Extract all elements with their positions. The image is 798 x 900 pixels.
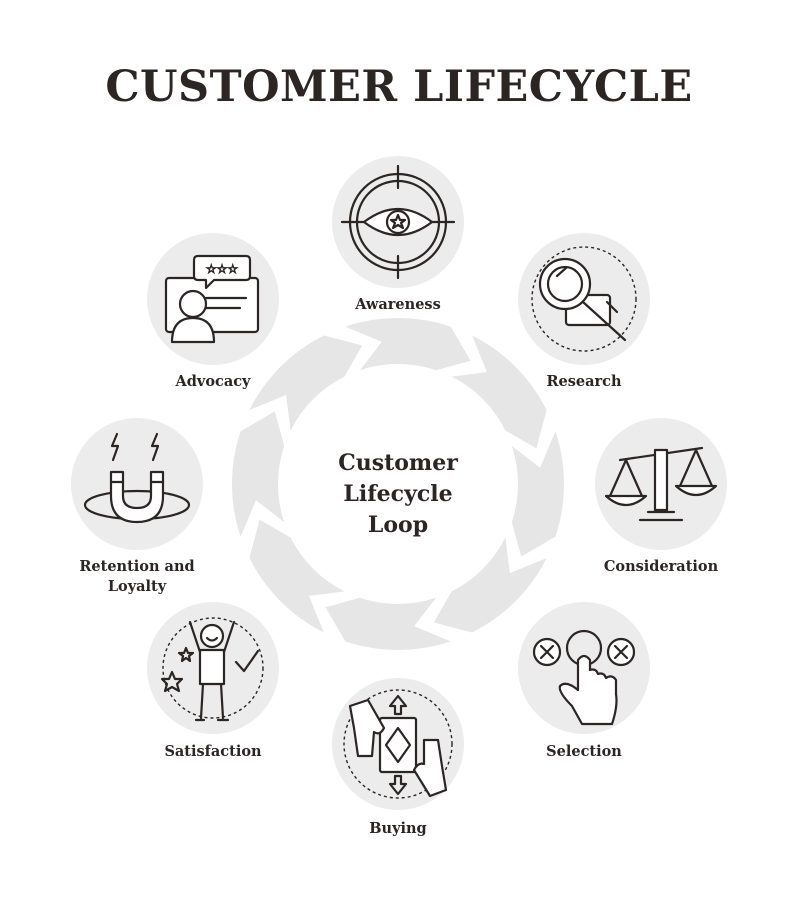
stage-awareness: Awareness [332, 156, 464, 313]
stage-label-satisfaction: Satisfaction [164, 743, 262, 760]
stage-research: Research [518, 233, 650, 390]
scales-icon [604, 446, 718, 522]
stage-label-awareness: Awareness [354, 296, 441, 313]
stage-label-consideration: Consideration [604, 558, 719, 575]
loop-arrow-segment [511, 431, 564, 557]
center-label: Customer Lifecycle Loop [338, 450, 458, 538]
stage-satisfaction: Satisfaction [147, 602, 279, 760]
stage-label-selection: Selection [546, 743, 622, 760]
center-line-1: Customer [338, 450, 458, 476]
loop-arrow-segment [232, 411, 285, 537]
finger-tap-icon [532, 629, 636, 726]
stage-label-advocacy: Advocacy [175, 373, 252, 390]
stage-label-retention-line-1: Retention and [79, 558, 194, 575]
stage-label-buying: Buying [369, 820, 426, 837]
page-title: CUSTOMER LIFECYCLE [105, 62, 693, 112]
stage-consideration: Consideration [595, 418, 727, 575]
stage-label-research: Research [546, 373, 622, 390]
stage-retention-loyalty: Retention and Loyalty [71, 418, 203, 595]
review-person-icon: ☆☆☆ [164, 254, 260, 344]
loop-arrow-segment [325, 597, 451, 650]
center-line-3: Loop [368, 512, 428, 538]
lifecycle-loop-arrows [232, 317, 564, 650]
money-exchange-icon [343, 689, 453, 799]
loop-arrow-segment [249, 335, 363, 431]
stage-label-retention-line-2: Loyalty [108, 578, 167, 595]
stage-advocacy: ☆☆☆ Advocacy [147, 233, 279, 390]
center-line-2: Lifecycle [343, 481, 452, 507]
loop-arrow-segment [451, 335, 547, 449]
magnifier-icon [531, 246, 637, 352]
loop-arrow-segment [433, 537, 547, 633]
eye-target-icon [340, 164, 456, 280]
stage-buying: Buying [332, 678, 464, 837]
stage-selection: Selection [518, 602, 650, 760]
svg-text:☆☆☆: ☆☆☆ [206, 262, 238, 276]
loop-arrow-segment [249, 519, 345, 633]
happy-person-icon [160, 617, 264, 722]
loop-arrow-segment [345, 317, 471, 371]
magnet-icon [83, 432, 191, 524]
